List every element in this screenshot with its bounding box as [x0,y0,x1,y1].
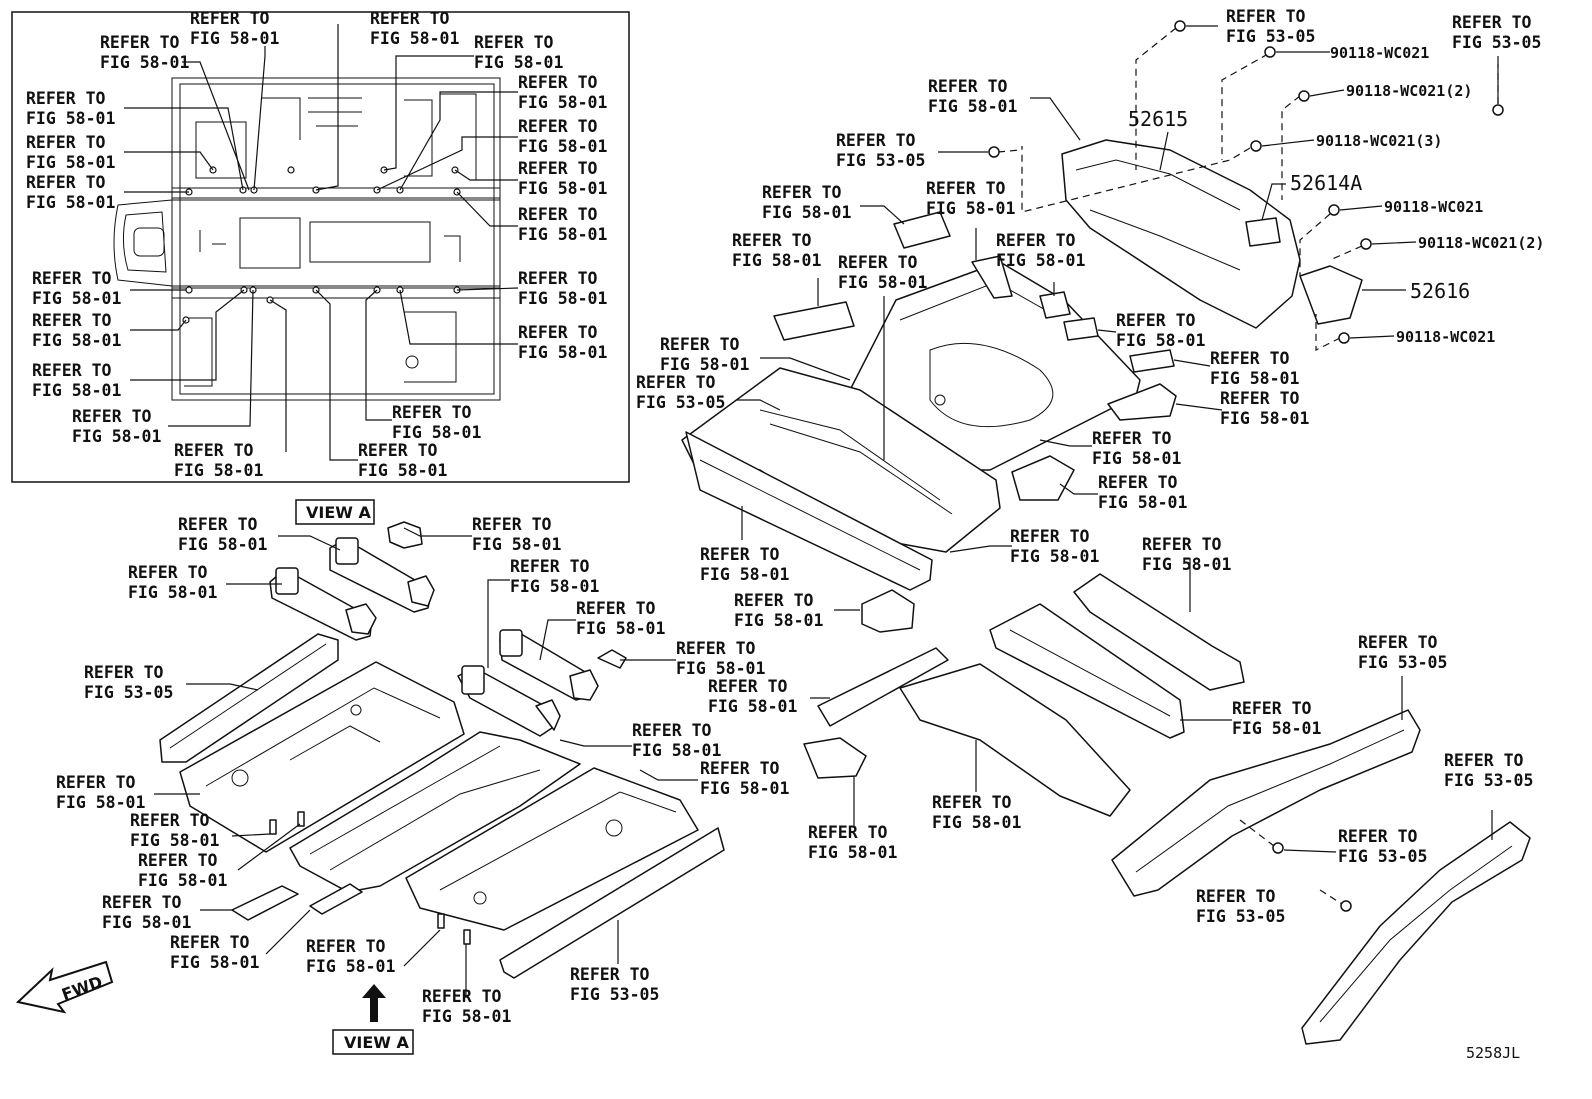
view-a-arrow-icon [362,984,386,1022]
fwd-arrow-icon: FWD [15,960,114,1014]
part-number-52616: 52616 [1410,279,1470,303]
bottom-right-rails [1111,709,1531,1045]
fastener-number: 90118-WC021(2) [1418,234,1544,252]
top-right-leader-lines [938,25,1499,339]
fastener-number: 90118-WC021 [1384,198,1483,216]
inset-floor-outline [113,77,501,401]
inset-callout-dots [182,166,461,324]
fastener-number: 90118-WC021(3) [1316,132,1442,150]
fastener-number: 90118-WC021 [1396,328,1495,346]
left-leader-lines [154,527,698,998]
diagram-code: 5258JL [1466,1044,1520,1062]
center-leader-lines [736,205,1232,826]
part-number-52615: 52615 [1128,107,1188,131]
view-a-inset-frame [11,11,630,483]
top-right-assembly [1061,139,1363,329]
part-number-52614a: 52614A [1290,171,1362,195]
fastener-icons [988,20,1504,344]
inset-leader-lines [124,24,519,461]
view-a-label-bottom: VIEW A [344,1033,409,1052]
part-numbers: 52615 52614A 52616 90118-WC021 90118-WC0… [1128,44,1544,346]
view-a-tag-top [295,499,375,525]
fastener-dashes [997,27,1499,351]
center-exploded-parts [681,211,1245,817]
view-a-label-top: VIEW A [306,503,371,522]
bottom-right-leader-lines [1239,676,1493,905]
left-exploded-parts [159,521,725,979]
view-a-tag-bottom [332,1029,414,1055]
fastener-number: 90118-WC021 [1330,44,1429,62]
fastener-number: 90118-WC021(2) [1346,82,1472,100]
